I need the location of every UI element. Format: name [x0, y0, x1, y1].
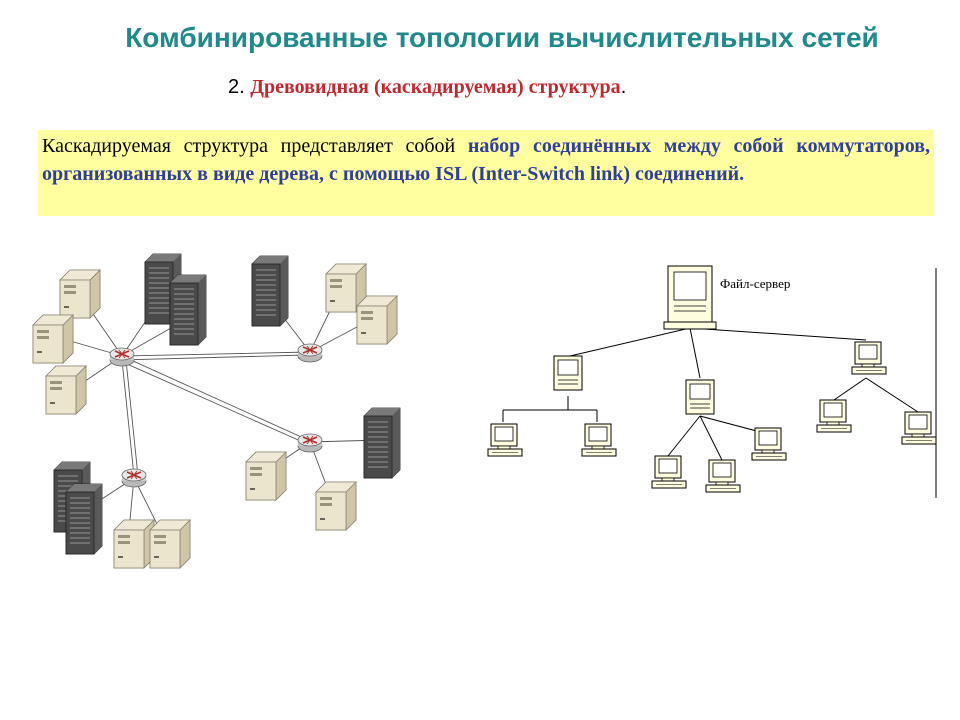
computer-icon [751, 427, 787, 461]
computer-icon [851, 341, 887, 375]
computer-icon [685, 379, 715, 415]
desktop-tower-icon [113, 519, 155, 569]
desktop-tower-icon [45, 365, 87, 415]
description-box: Каскадируемая структура представляет соб… [38, 130, 934, 216]
computer-icon [705, 459, 741, 493]
desktop-tower-icon [32, 314, 74, 364]
server-rack-icon [65, 483, 103, 555]
description-plain: Каскадируемая структура представляет соб… [42, 135, 468, 157]
subtitle-text: Древовидная (каскадируемая) структура [250, 76, 621, 98]
description-bold: набор соединённых между собой коммутатор… [42, 135, 930, 185]
computer-icon [816, 399, 852, 433]
switch-icon [297, 343, 323, 363]
desktop-tower-icon [245, 451, 287, 501]
server-rack-icon [169, 274, 207, 346]
subtitle-end: . [620, 76, 627, 98]
subtitle-number: 2. [228, 76, 251, 98]
switch-icon [121, 468, 147, 488]
desktop-tower-icon [356, 295, 398, 345]
desktop-tower-icon [59, 269, 101, 319]
computer-icon [487, 423, 523, 457]
server-rack-icon [251, 255, 289, 327]
right-tree-diagram: Файл-сервер [487, 265, 937, 498]
computer-icon [553, 355, 583, 391]
desktop-tower-icon [315, 481, 357, 531]
server-rack-icon [363, 407, 401, 479]
computer-icon [651, 455, 687, 489]
slide-title: Комбинированные топологии вычислительных… [125, 22, 879, 53]
file-server-icon [663, 265, 717, 330]
switch-icon [109, 347, 135, 367]
left-network-diagram [32, 253, 401, 569]
computer-icon [581, 423, 617, 457]
desktop-tower-icon [149, 519, 191, 569]
right-links [502, 268, 937, 498]
switch-icon [297, 433, 323, 453]
slide-subtitle: 2. Древовидная (каскадируемая) структура… [228, 76, 626, 99]
computer-icon [901, 411, 937, 445]
file-server-label: Файл-сервер [720, 276, 790, 291]
